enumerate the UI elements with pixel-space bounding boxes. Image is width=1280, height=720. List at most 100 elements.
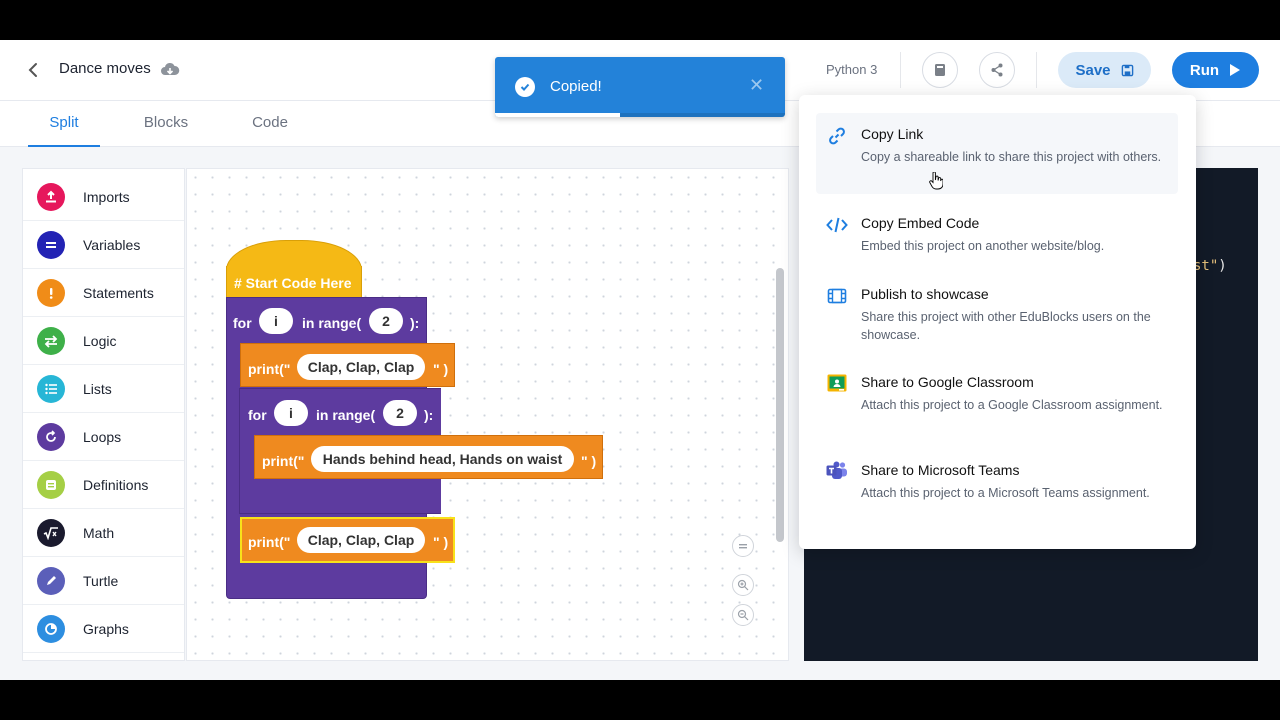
menu-item-desc: Share this project with other EduBlocks …: [861, 310, 1151, 342]
book-icon: [935, 64, 945, 76]
menu-item-desc: Embed this project on another website/bl…: [861, 239, 1105, 253]
category-statements[interactable]: Statements: [23, 269, 184, 317]
code-icon: [826, 214, 848, 236]
square-root-icon: [37, 518, 65, 547]
category-turtle[interactable]: Turtle: [23, 557, 184, 605]
menu-item-desc: Attach this project to a Google Classroo…: [861, 398, 1163, 412]
list-icon: [37, 374, 65, 403]
menu-item-copy-embed-code[interactable]: Copy Embed Code Embed this project on an…: [816, 202, 1178, 264]
share-icon: [991, 63, 1003, 77]
play-icon: [1230, 64, 1241, 76]
menu-item-microsoft-teams[interactable]: Share to Microsoft Teams Attach this pro…: [816, 450, 1178, 522]
zoom-in-icon[interactable]: [732, 574, 754, 596]
print-close: " ): [581, 453, 597, 469]
menu-item-copy-link[interactable]: Copy Link Copy a shareable link to share…: [816, 113, 1178, 194]
microsoft-teams-icon: [826, 460, 848, 482]
save-button-label: Save: [1075, 61, 1111, 79]
category-label: Logic: [83, 332, 117, 349]
loop-close: ):: [424, 407, 434, 423]
category-loops[interactable]: Loops: [23, 413, 184, 461]
menu-item-desc: Copy a shareable link to share this proj…: [861, 150, 1162, 164]
print-keyword: print(": [248, 534, 291, 550]
category-label: Definitions: [83, 476, 149, 493]
menu-item-title: Share to Google Classroom: [861, 374, 1034, 390]
category-definitions[interactable]: Definitions: [23, 461, 184, 509]
category-label: Graphs: [83, 620, 129, 637]
for-keyword: for: [233, 315, 252, 331]
category-label: Imports: [83, 188, 130, 205]
menu-item-title: Copy Embed Code: [861, 215, 980, 231]
range-count[interactable]: 2: [369, 308, 403, 334]
save-button[interactable]: Save: [1058, 52, 1151, 88]
code-paren: ): [1218, 258, 1227, 274]
link-icon: [826, 125, 848, 147]
swap-arrows-icon: [37, 326, 65, 355]
divider: [900, 52, 901, 88]
menu-item-title: Copy Link: [861, 126, 924, 142]
share-button[interactable]: [979, 52, 1015, 88]
category-math[interactable]: Math: [23, 509, 184, 557]
toast-progress-bar: [495, 113, 620, 117]
category-label: Lists: [83, 380, 112, 397]
library-button[interactable]: [922, 52, 958, 88]
code-line-fragment: st"): [1193, 258, 1227, 274]
back-chevron-icon[interactable]: [22, 58, 46, 82]
menu-item-google-classroom[interactable]: Share to Google Classroom Attach this pr…: [816, 362, 1178, 434]
print-keyword: print(": [262, 453, 305, 469]
block-toolbox: Imports Variables Statements Logic Lists: [22, 168, 185, 661]
menu-item-desc: Attach this project to a Microsoft Teams…: [861, 486, 1150, 500]
loop-variable[interactable]: i: [259, 308, 293, 334]
close-icon[interactable]: ✕: [749, 75, 765, 95]
equals-icon: [37, 230, 65, 259]
menu-item-title: Share to Microsoft Teams: [861, 462, 1020, 478]
toast-progress-track: [495, 113, 785, 117]
print-string[interactable]: Hands behind head, Hands on waist: [311, 446, 574, 472]
start-hat-block[interactable]: # Start Code Here: [226, 266, 362, 300]
category-label: Statements: [83, 284, 154, 301]
check-circle-icon: [515, 77, 535, 97]
category-lists[interactable]: Lists: [23, 365, 184, 413]
category-variables[interactable]: Variables: [23, 221, 184, 269]
pie-chart-icon: [37, 614, 65, 643]
copied-toast: Copied! ✕: [495, 57, 785, 117]
zoom-reset-icon[interactable]: [732, 535, 754, 557]
exclamation-icon: [37, 278, 65, 307]
hand-cursor-icon: [929, 171, 944, 190]
tab-blocks[interactable]: Blocks: [143, 114, 189, 131]
menu-item-publish-showcase[interactable]: Publish to showcase Share this project w…: [816, 273, 1178, 345]
floppy-icon: [1121, 64, 1133, 76]
tab-split[interactable]: Split: [28, 101, 100, 147]
range-count[interactable]: 2: [383, 400, 417, 426]
print-string[interactable]: Clap, Clap, Clap: [297, 527, 425, 553]
print-string[interactable]: Clap, Clap, Clap: [297, 354, 425, 380]
loop-variable[interactable]: i: [274, 400, 308, 426]
canvas-vertical-scrollbar[interactable]: [776, 268, 784, 542]
tab-code[interactable]: Code: [252, 114, 288, 131]
print-keyword: print(": [248, 361, 291, 377]
toast-message: Copied!: [550, 78, 602, 95]
run-button-label: Run: [1189, 61, 1220, 79]
menu-item-title: Publish to showcase: [861, 286, 989, 302]
app-window: Dance moves Python 3 Save Run Split Bloc…: [0, 40, 1280, 680]
category-label: Math: [83, 524, 115, 541]
print-close: " ): [433, 361, 449, 377]
definition-icon: [37, 470, 65, 499]
divider: [1036, 52, 1037, 88]
category-label: Loops: [83, 428, 122, 445]
upload-icon: [37, 182, 65, 211]
category-label: Turtle: [83, 572, 119, 589]
category-imports[interactable]: Imports: [23, 173, 184, 221]
print-close: " ): [433, 534, 449, 550]
google-classroom-icon: [826, 372, 848, 394]
zoom-out-icon[interactable]: [732, 604, 754, 626]
category-logic[interactable]: Logic: [23, 317, 184, 365]
loop-close: ):: [410, 315, 420, 331]
code-string-fragment: st": [1193, 258, 1219, 274]
run-button[interactable]: Run: [1172, 52, 1259, 88]
language-label[interactable]: Python 3: [826, 62, 878, 77]
range-keyword: in range(: [302, 315, 362, 331]
film-icon: [826, 285, 848, 307]
loop-arrow-icon: [37, 422, 65, 451]
category-graphs[interactable]: Graphs: [23, 605, 184, 653]
project-title[interactable]: Dance moves: [59, 60, 151, 77]
